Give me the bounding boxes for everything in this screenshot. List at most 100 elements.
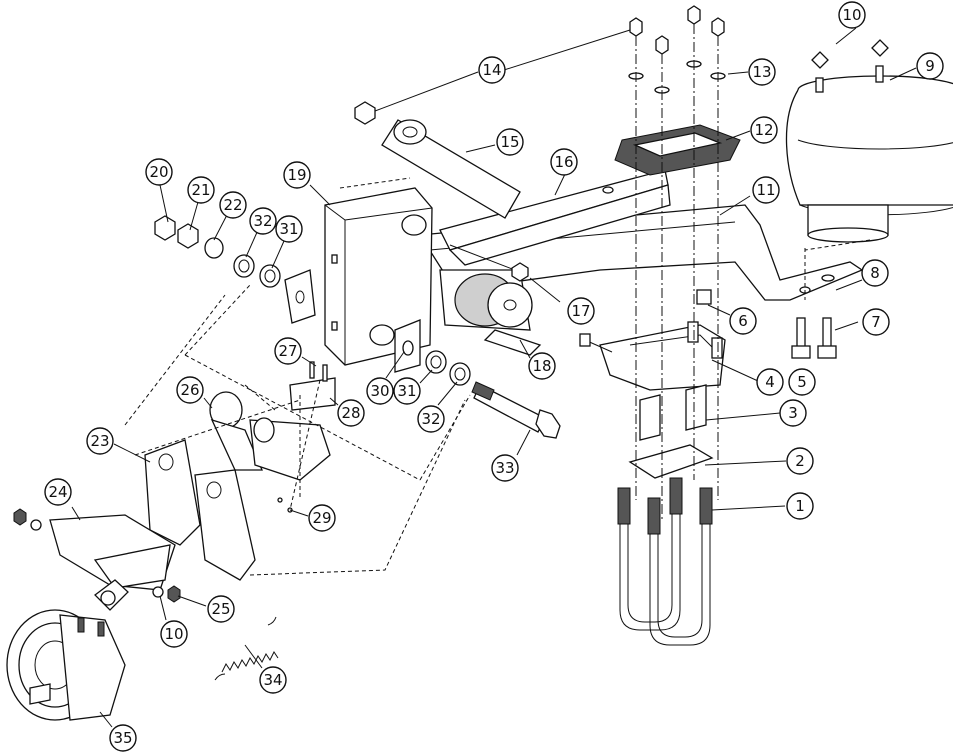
- callout-circle: [491, 454, 519, 482]
- callout-number: 32: [421, 410, 440, 428]
- callout-number: 33: [495, 459, 514, 477]
- axle-bushing: [439, 269, 542, 356]
- air-spring: [785, 39, 953, 243]
- callout-c34: 34: [259, 666, 287, 694]
- callout-circle: [550, 148, 578, 176]
- callout-c13: 13: [748, 58, 776, 86]
- callout-circle: [916, 52, 944, 80]
- callout-number: 17: [571, 302, 590, 320]
- callout-number: 13: [752, 63, 771, 81]
- callout-c5: 5: [788, 368, 816, 396]
- callout-circle: [788, 368, 816, 396]
- callout-number: 28: [341, 404, 360, 422]
- callout-number: 35: [113, 729, 132, 747]
- axle-seat: [579, 289, 726, 391]
- callout-circle: [219, 191, 247, 219]
- callout-c6: 6: [729, 307, 757, 335]
- callout-number: 10: [842, 6, 861, 24]
- callout-c27: 27: [274, 337, 302, 365]
- callout-c26: 26: [176, 376, 204, 404]
- callout-number: 31: [279, 220, 298, 238]
- shock-absorber: [354, 101, 521, 219]
- callout-c28: 28: [337, 399, 365, 427]
- callout-circle: [748, 58, 776, 86]
- brake-chamber: [6, 579, 129, 721]
- callout-circle: [187, 176, 215, 204]
- callout-number: 25: [211, 600, 230, 618]
- callout-circle: [838, 1, 866, 29]
- return-spring: [214, 616, 279, 681]
- callout-c12: 12: [750, 116, 778, 144]
- clamp-top-plate: [614, 124, 741, 176]
- callout-number: 5: [797, 373, 807, 391]
- callout-circle: [567, 297, 595, 325]
- callout-c29: 29: [308, 504, 336, 532]
- callout-number: 34: [263, 671, 282, 689]
- slack-adjuster: [13, 508, 176, 591]
- callout-number: 6: [738, 312, 748, 330]
- callout-c35: 35: [109, 724, 137, 752]
- assembly-lines: [124, 24, 871, 576]
- callout-c11: 11: [752, 176, 780, 204]
- left-hardware: [154, 215, 316, 324]
- callout-c9: 9: [916, 52, 944, 80]
- callout-circle: [337, 399, 365, 427]
- callout-number: 10: [164, 625, 183, 643]
- callout-circle: [366, 377, 394, 405]
- callout-number: 14: [482, 61, 501, 79]
- bracket-washers: [394, 319, 471, 386]
- callout-c30: 30: [366, 377, 394, 405]
- callout-circle: [752, 176, 780, 204]
- callout-c15: 15: [496, 128, 524, 156]
- callout-number: 1: [795, 497, 805, 515]
- callout-number: 22: [223, 196, 242, 214]
- u-bolts: [617, 477, 713, 646]
- callout-number: 20: [149, 163, 168, 181]
- callout-circle: [496, 128, 524, 156]
- callout-c21: 21: [187, 176, 215, 204]
- callout-number: 16: [554, 153, 573, 171]
- callout-circle: [176, 376, 204, 404]
- callout-c7: 7: [862, 308, 890, 336]
- callout-c16: 16: [550, 148, 578, 176]
- air-spring-bolts: [791, 317, 837, 359]
- callout-c4: 4: [756, 368, 784, 396]
- leaf-spring: [439, 169, 671, 266]
- callout-c3: 3: [779, 399, 807, 427]
- callout-c31b: 31: [393, 377, 421, 405]
- callout-number: 11: [756, 181, 775, 199]
- callout-number: 24: [48, 483, 67, 501]
- callout-c2: 2: [786, 447, 814, 475]
- callout-circle: [393, 377, 421, 405]
- callout-circle: [145, 158, 173, 186]
- parts-drawing: [6, 5, 953, 721]
- callout-number: 27: [278, 342, 297, 360]
- callout-number: 15: [500, 133, 519, 151]
- callout-c14: 14: [478, 56, 506, 84]
- u-bolt-nuts: [628, 5, 726, 94]
- brake-bolt: [152, 585, 181, 603]
- callout-number: 3: [788, 404, 798, 422]
- callout-circle: [308, 504, 336, 532]
- callout-c32b: 32: [417, 405, 445, 433]
- callout-circle: [283, 161, 311, 189]
- callout-c32a: 32: [249, 207, 277, 235]
- callout-circle: [259, 666, 287, 694]
- callout-c24: 24: [44, 478, 72, 506]
- callout-circle: [478, 56, 506, 84]
- callout-c8: 8: [861, 259, 889, 287]
- callout-number: 18: [532, 357, 551, 375]
- callout-number: 32: [253, 212, 272, 230]
- brake-cam-assembly: [209, 361, 336, 513]
- callout-number: 9: [925, 57, 935, 75]
- callout-c22: 22: [219, 191, 247, 219]
- callout-circle: [207, 595, 235, 623]
- callout-number: 29: [312, 509, 331, 527]
- callout-c20: 20: [145, 158, 173, 186]
- callout-number: 7: [871, 313, 881, 331]
- callout-circle: [779, 399, 807, 427]
- callout-number: 23: [90, 432, 109, 450]
- hanger-bracket: [324, 187, 433, 366]
